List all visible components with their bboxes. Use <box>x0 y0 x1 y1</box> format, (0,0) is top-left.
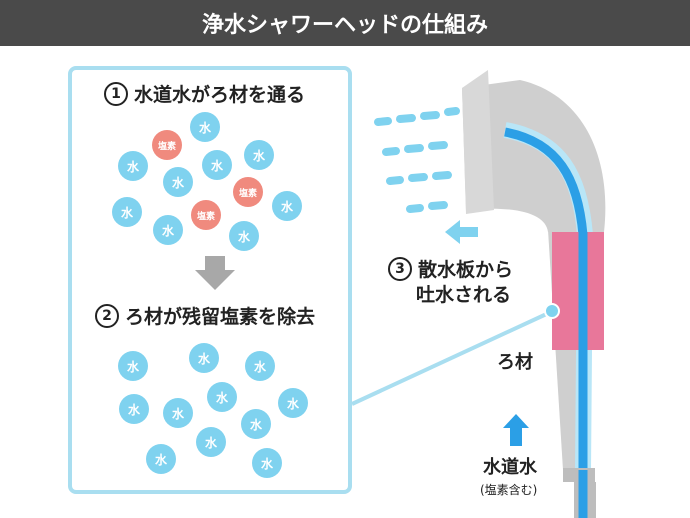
water-molecule: 水 <box>118 151 148 181</box>
water-molecule: 水 <box>118 351 148 381</box>
water-molecule: 水 <box>189 343 219 373</box>
step2-heading: 2 ろ材が残留塩素を除去 <box>95 302 315 330</box>
water-molecule: 水 <box>207 382 237 412</box>
connector-dot <box>544 303 560 319</box>
process-panel <box>68 66 352 494</box>
step3-heading: 3 散水板から 吐水される <box>388 256 514 308</box>
filter-cartridge <box>552 232 604 350</box>
connector-line <box>351 309 554 406</box>
water-molecule: 水 <box>190 112 220 142</box>
water-molecule: 水 <box>252 448 282 478</box>
spray-dashes <box>374 107 460 213</box>
down-arrow-icon <box>195 256 235 290</box>
water-molecule: 水 <box>245 351 275 381</box>
step2-text: ろ材が残留塩素を除去 <box>125 306 316 328</box>
inlet-label: 水道水 <box>483 457 537 478</box>
water-molecule: 水 <box>119 394 149 424</box>
water-molecule: 水 <box>272 191 302 221</box>
spray-plate <box>462 70 494 214</box>
water-molecule: 水 <box>153 215 183 245</box>
filter-label: ろ材 <box>497 352 533 373</box>
step3-number: 3 <box>388 256 412 281</box>
chlorine-molecule: 塩素 <box>152 130 182 160</box>
step1-heading: 1 水道水がろ材を通る <box>104 80 305 108</box>
step1-number: 1 <box>104 81 128 106</box>
step1-text: 水道水がろ材を通る <box>134 84 306 106</box>
water-molecule: 水 <box>146 444 176 474</box>
water-molecule: 水 <box>163 398 193 428</box>
step3-line2: 吐水される <box>416 284 512 306</box>
chlorine-molecule: 塩素 <box>191 200 221 230</box>
water-molecule: 水 <box>278 388 308 418</box>
water-molecule: 水 <box>244 140 274 170</box>
step2-number: 2 <box>95 303 119 328</box>
water-channel <box>504 127 588 500</box>
step3-line1: 散水板から <box>418 259 514 281</box>
water-molecule: 水 <box>112 197 142 227</box>
water-molecule: 水 <box>229 221 259 251</box>
page-title: 浄水シャワーヘッドの仕組み <box>201 13 488 38</box>
inlet-sublabel: (塩素含む) <box>480 483 538 497</box>
up-arrow-icon <box>503 414 529 446</box>
title-bar: 浄水シャワーヘッドの仕組み <box>0 0 690 46</box>
water-molecule: 水 <box>196 427 226 457</box>
water-molecule: 水 <box>163 167 193 197</box>
chlorine-molecule: 塩素 <box>233 177 263 207</box>
left-arrow-icon <box>445 220 478 244</box>
water-molecule: 水 <box>202 150 232 180</box>
water-molecule: 水 <box>241 409 271 439</box>
